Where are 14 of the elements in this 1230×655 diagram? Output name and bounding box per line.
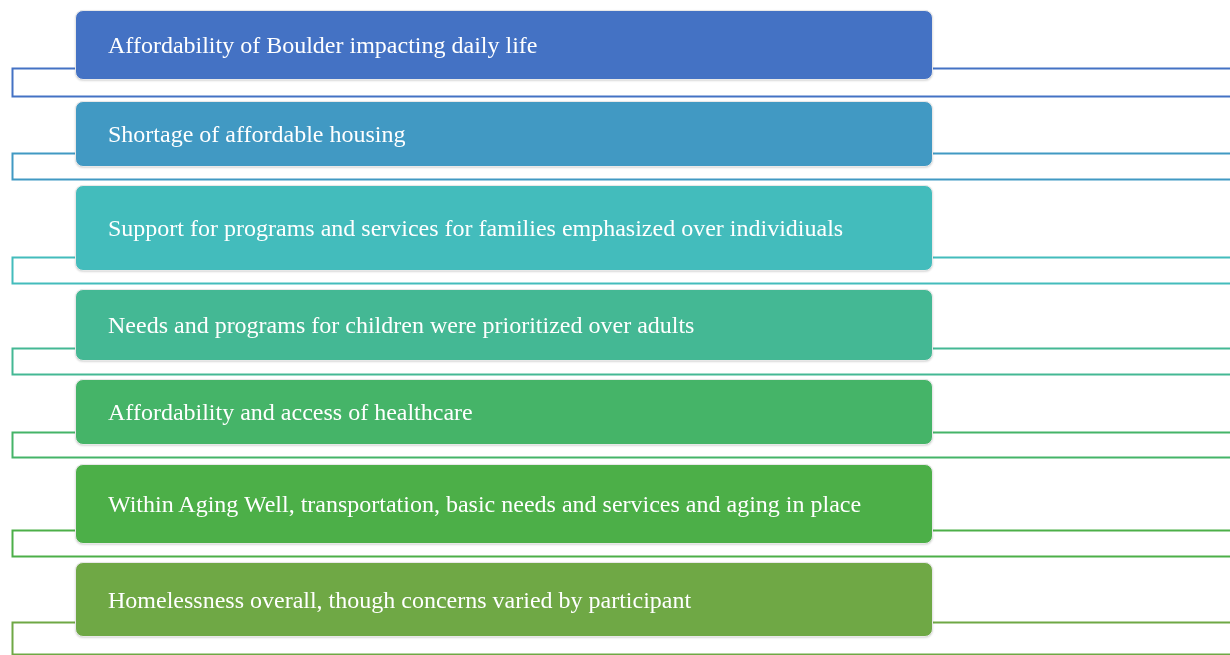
list-item-box [75,289,933,361]
item-text: Support for programs and services for families emphasized over individiuals [108,214,844,242]
list-item-box [75,185,933,271]
item-text: Shortage of affordable housing [108,120,406,148]
item-text: Needs and programs for children were prioritized over adults [108,311,695,339]
list-item-box [75,10,933,80]
list-item-box [75,379,933,445]
list-item-box [75,101,933,167]
item-text: Within Aging Well, transportation, basic needs and services and aging in place [108,490,862,518]
list-item-box [75,464,933,544]
item-text: Affordability and access of healthcare [108,398,473,426]
item-text: Affordability of Boulder impacting daily life [108,31,538,59]
item-text: Homelessness overall, though concerns varied by participant [108,585,692,614]
list-item-box [75,562,933,637]
